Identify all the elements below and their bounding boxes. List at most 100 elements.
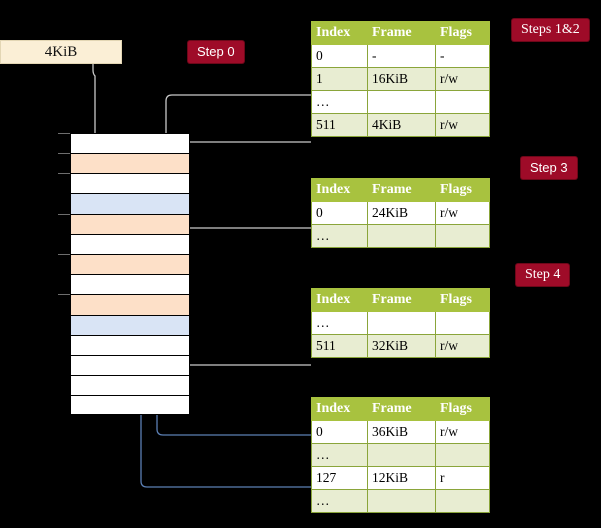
- cell-flags: [435, 90, 490, 114]
- cell-flags: r/w: [435, 420, 490, 444]
- table-row: 0 - -: [311, 44, 490, 68]
- cell-frame: 16KiB: [367, 67, 436, 91]
- physical-memory-column: [58, 133, 190, 415]
- table-row: 511 32KiB r/w: [311, 334, 490, 358]
- badge-step-3: Step 3: [521, 157, 577, 179]
- virtual-address-box: 4KiB: [0, 40, 122, 64]
- cell-frame: [367, 90, 436, 114]
- memory-row: [70, 234, 190, 254]
- memory-row: [70, 193, 190, 214]
- wire-l1-to-memory: [169, 141, 311, 159]
- cell-index: 0: [311, 420, 368, 444]
- table-header-row: Index Frame Flags: [311, 288, 490, 312]
- column-header-frame: Frame: [367, 21, 436, 45]
- cell-frame: -: [367, 44, 436, 68]
- column-header-index: Index: [311, 178, 368, 202]
- cell-index: …: [311, 489, 368, 513]
- wire-vaddr-to-memory: [92, 63, 101, 159]
- cell-index: …: [311, 90, 368, 114]
- badge-step-3-label: Step 3: [530, 160, 568, 175]
- badge-step-0: Step 0: [188, 41, 244, 63]
- memory-tick: [58, 214, 70, 215]
- memory-row: [70, 173, 190, 193]
- table-row: …: [311, 311, 490, 335]
- cell-frame: 4KiB: [367, 113, 436, 137]
- cell-index: 1: [311, 67, 368, 91]
- table-row: 0 24KiB r/w: [311, 201, 490, 225]
- table-row: …: [311, 443, 490, 467]
- page-table-level-1: Index Frame Flags 0 - - 1 16KiB r/w …: [311, 21, 490, 137]
- cell-flags: [435, 311, 490, 335]
- column-header-index: Index: [311, 21, 368, 45]
- memory-row: [70, 153, 190, 173]
- virtual-address-label: 4KiB: [44, 44, 78, 60]
- column-header-frame: Frame: [367, 178, 436, 202]
- memory-tick: [58, 294, 70, 295]
- memory-tick: [58, 173, 70, 174]
- cell-flags: [435, 489, 490, 513]
- table-row-highlighted: 511 4KiB r/w: [311, 113, 490, 137]
- table-row: 1 16KiB r/w: [311, 67, 490, 91]
- cell-index: 511: [311, 113, 368, 137]
- cell-frame: [367, 443, 436, 467]
- table-row: 0 36KiB r/w: [311, 420, 490, 444]
- badge-steps-1-2-label: Steps 1&2: [521, 22, 580, 37]
- column-header-flags: Flags: [435, 178, 490, 202]
- cell-flags: -: [435, 44, 490, 68]
- memory-tick: [58, 254, 70, 255]
- wire-l4row127-to-memory: [135, 208, 311, 488]
- cell-index: 0: [311, 201, 368, 225]
- column-header-index: Index: [311, 288, 368, 312]
- memory-tick: [58, 133, 70, 134]
- cell-flags: r/w: [435, 67, 490, 91]
- cell-index: …: [311, 311, 368, 335]
- cell-flags: [435, 224, 490, 248]
- wire-l2-to-memory: [175, 227, 311, 259]
- table-header-row: Index Frame Flags: [311, 21, 490, 45]
- cell-index: …: [311, 224, 368, 248]
- badge-steps-1-2: Steps 1&2: [512, 19, 589, 41]
- memory-row: [70, 274, 190, 294]
- cell-frame: [367, 311, 436, 335]
- page-table-level-3: Index Frame Flags … 511 32KiB r/w: [311, 288, 490, 358]
- cell-index: 0: [311, 44, 368, 68]
- column-header-frame: Frame: [367, 397, 436, 421]
- memory-row: [70, 335, 190, 355]
- table-row: …: [311, 224, 490, 248]
- table-row: …: [311, 90, 490, 114]
- memory-row: [70, 133, 190, 153]
- cell-flags: r/w: [435, 113, 490, 137]
- column-header-flags: Flags: [435, 21, 490, 45]
- column-header-index: Index: [311, 397, 368, 421]
- cell-flags: r: [435, 466, 490, 490]
- memory-row: [70, 395, 190, 415]
- page-table-level-2: Index Frame Flags 0 24KiB r/w …: [311, 178, 490, 248]
- badge-step-4-label: Step 4: [525, 267, 561, 282]
- memory-row: [70, 254, 190, 274]
- column-header-frame: Frame: [367, 288, 436, 312]
- badge-step-0-label: Step 0: [197, 44, 235, 59]
- memory-row: [70, 375, 190, 395]
- table-row: 127 12KiB r: [311, 466, 490, 490]
- cell-frame: [367, 224, 436, 248]
- memory-row: [70, 294, 190, 315]
- cell-frame: 36KiB: [367, 420, 436, 444]
- cell-index: 127: [311, 466, 368, 490]
- cell-flags: [435, 443, 490, 467]
- cell-frame: 32KiB: [367, 334, 436, 358]
- cell-flags: r/w: [435, 201, 490, 225]
- column-header-flags: Flags: [435, 288, 490, 312]
- memory-row: [70, 315, 190, 335]
- memory-tick: [58, 153, 70, 154]
- cell-index: 511: [311, 334, 368, 358]
- cell-frame: 12KiB: [367, 466, 436, 490]
- table-header-row: Index Frame Flags: [311, 178, 490, 202]
- cell-frame: [367, 489, 436, 513]
- memory-row: [70, 355, 190, 375]
- table-header-row: Index Frame Flags: [311, 397, 490, 421]
- cell-index: …: [311, 443, 368, 467]
- column-header-flags: Flags: [435, 397, 490, 421]
- badge-step-4: Step 4: [516, 264, 570, 286]
- wire-l1row1-down: [165, 94, 311, 262]
